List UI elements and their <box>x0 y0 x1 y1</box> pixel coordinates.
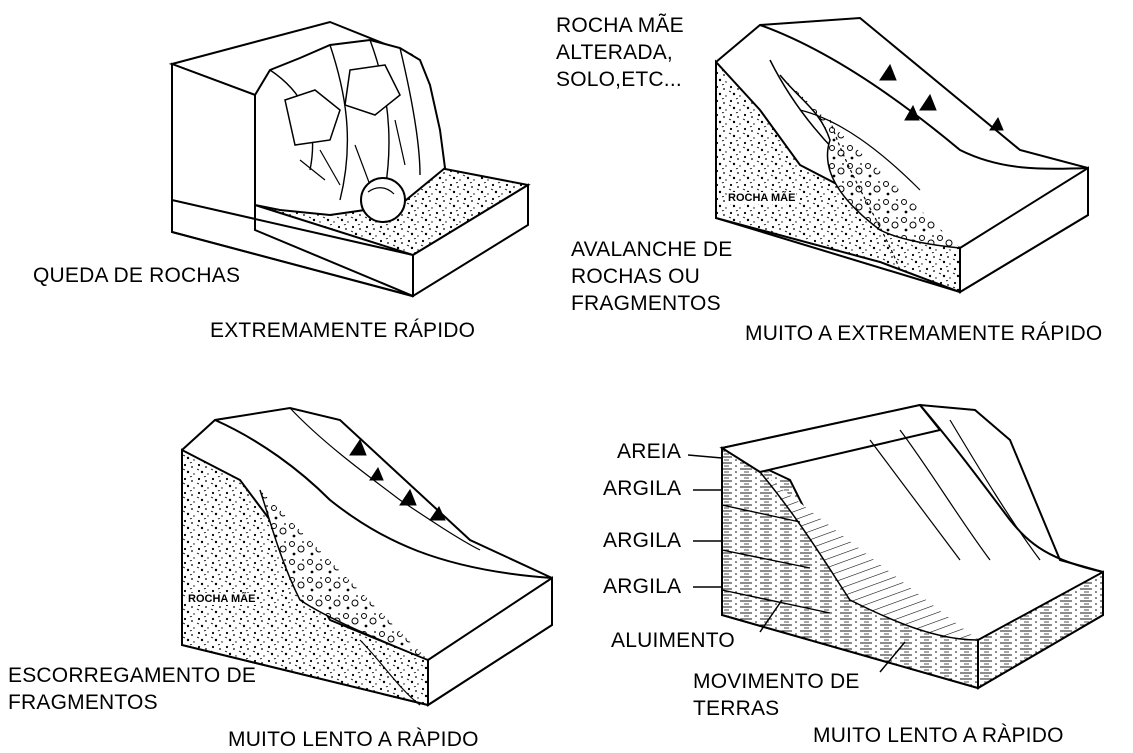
layer-label-sand: AREIA <box>617 438 681 465</box>
layer-label-clay-3: ARGILA <box>603 573 681 600</box>
earthflow-type-label: MOVIMENTO DE TERRAS <box>693 668 860 722</box>
rockfall-speed-label: EXTREMAMENTE RÁPIDO <box>210 317 475 344</box>
rockfall-type-label: QUEDA DE ROCHAS <box>33 262 240 289</box>
avalanche-block <box>716 18 1088 292</box>
layer-label-clay-1: ARGILA <box>603 475 681 502</box>
avalanche-speed-label: MUITO A EXTREMAMENTE RÁPIDO <box>745 320 1102 347</box>
layer-label-clay-2: ARGILA <box>603 527 681 554</box>
slide-type-label: ESCORREGAMENTO DE FRAGMENTOS <box>8 662 256 716</box>
altered-rock-label: ROCHA MÃE ALTERADA, SOLO,ETC... <box>556 12 684 93</box>
avalanche-type-label: AVALANCHE DE ROCHAS OU FRAGMENTOS <box>571 236 733 317</box>
callout-subsidence: ALUIMENTO <box>611 627 735 654</box>
rockfall-block <box>172 22 528 296</box>
bedrock-label-avalanche: ROCHA MÃE <box>727 192 796 204</box>
slide-speed-label: MUITO LENTO A RÀPIDO <box>228 726 479 753</box>
earth-flow-block <box>722 405 1103 688</box>
earthflow-speed-label: MUITO LENTO A RÀPIDO <box>813 722 1064 749</box>
bedrock-label-slide: ROCHA MÃE <box>187 593 256 605</box>
debris-slide-block <box>182 408 552 705</box>
